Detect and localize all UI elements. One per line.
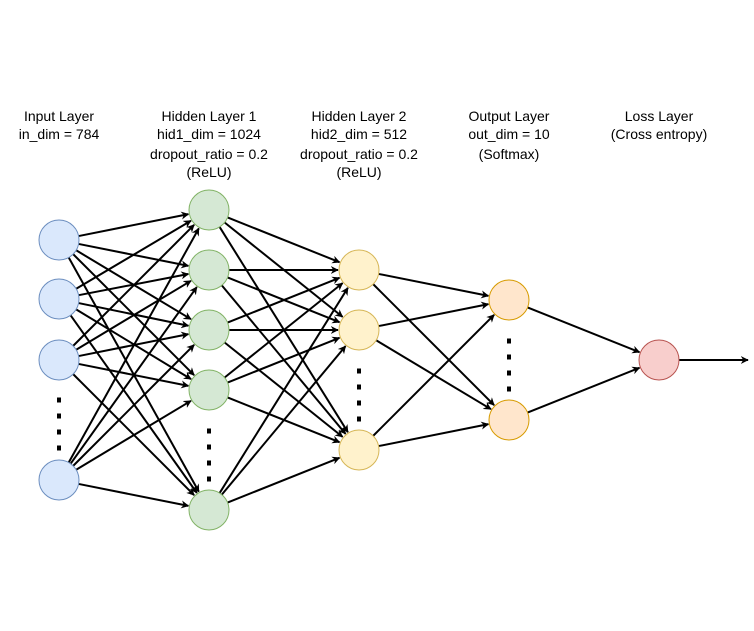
- loss-layer-title: Loss Layer: [625, 108, 694, 124]
- ellipsis-dot-hidden1-2: [207, 460, 211, 466]
- hidden1-layer-dropout: dropout_ratio = 0.2: [150, 146, 268, 162]
- edge-hidden1-4-to-hidden2-0: [218, 287, 349, 494]
- hidden1-layer-dim: hid1_dim = 1024: [157, 126, 261, 142]
- ellipsis-dot-hidden2-3: [357, 416, 361, 422]
- ellipsis-dot-hidden1-1: [207, 444, 211, 450]
- layer-label-loss: Loss Layer (Cross entropy): [611, 108, 707, 142]
- output-node-0: [488, 279, 530, 321]
- edge-hidden1-3-to-hidden2-0: [223, 282, 344, 379]
- output-layer-title: Output Layer: [469, 108, 550, 124]
- ellipsis-dot-output-0: [507, 338, 511, 344]
- edge-output-1-to-loss-0: [527, 366, 641, 414]
- edge-input-0-to-hidden1-0: [78, 211, 190, 238]
- ellipsis-dot-output-3: [507, 386, 511, 392]
- layer-label-input: Input Layer in_dim = 784: [19, 108, 100, 142]
- input-node-0: [38, 219, 80, 261]
- input-layer-dim: in_dim = 784: [19, 126, 100, 142]
- hidden2-layer-dim: hid2_dim = 512: [311, 126, 407, 142]
- hidden2-node-0: [338, 249, 380, 291]
- edge-hidden1-4-to-hidden2-2: [227, 456, 341, 504]
- hidden2-layer-title: Hidden Layer 2: [312, 108, 407, 124]
- edges-group: [67, 211, 749, 509]
- ellipsis-dot-input-0: [57, 397, 61, 403]
- output-node-1: [488, 399, 530, 441]
- hidden1-node-3: [188, 369, 230, 411]
- hidden1-node-1: [188, 249, 230, 291]
- input-layer-title: Input Layer: [24, 108, 94, 124]
- hidden1-layer-activation: (ReLU): [186, 164, 231, 180]
- layer-label-output: Output Layer out_dim = 10 (Softmax): [468, 108, 550, 162]
- ellipsis-dot-hidden1-3: [207, 476, 211, 482]
- input-node-3: [38, 459, 80, 501]
- ellipsis-dot-hidden2-2: [357, 400, 361, 406]
- edge-hidden1-4-to-hidden2-1: [221, 345, 347, 496]
- layer-label-hidden1: Hidden Layer 1 hid1_dim = 1024 dropout_r…: [150, 108, 268, 180]
- hidden2-layer-activation: (ReLU): [336, 164, 381, 180]
- edge-input-3-to-hidden1-2: [72, 344, 195, 467]
- edge-output-0-to-loss-0: [527, 306, 641, 354]
- ellipsis-dot-output-1: [507, 354, 511, 360]
- hidden2-node-1: [338, 309, 380, 351]
- edge-input-1-to-hidden1-0: [75, 219, 192, 290]
- hidden1-layer-title: Hidden Layer 1: [162, 108, 257, 124]
- edge-hidden2-2-to-output-1: [378, 421, 490, 448]
- edge-input-3-to-hidden1-1: [69, 286, 198, 465]
- layer-label-hidden2: Hidden Layer 2 hid2_dim = 512 dropout_ra…: [300, 108, 418, 180]
- edge-hidden2-0-to-output-0: [378, 272, 490, 299]
- hidden1-node-0: [188, 189, 230, 231]
- hidden2-node-2: [338, 429, 380, 471]
- ellipsis-dots-group: [57, 338, 511, 482]
- ellipsis-dot-hidden2-0: [357, 368, 361, 374]
- output-layer-dim: out_dim = 10: [468, 126, 550, 142]
- ellipsis-dot-hidden2-1: [357, 384, 361, 390]
- edge-hidden1-3-to-hidden2-1: [227, 336, 341, 384]
- hidden2-layer-dropout: dropout_ratio = 0.2: [300, 146, 418, 162]
- edge-hidden1-0-to-hidden2-0: [227, 216, 341, 264]
- hidden1-node-4: [188, 489, 230, 531]
- output-layer-activation: (Softmax): [479, 146, 540, 162]
- edge-hidden2-0-to-output-1: [372, 283, 495, 406]
- edge-input-3-to-hidden1-0: [67, 227, 200, 464]
- loss-layer-function: (Cross entropy): [611, 126, 707, 142]
- edge-input-2-to-hidden1-0: [72, 224, 195, 347]
- loss-node-0: [638, 339, 680, 381]
- edge-hidden1-2-to-hidden2-0: [227, 276, 341, 324]
- input-node-2: [38, 339, 80, 381]
- ellipsis-dot-output-2: [507, 370, 511, 376]
- edge-input-3-to-hidden1-4: [78, 482, 190, 509]
- ellipsis-dot-hidden1-0: [207, 428, 211, 434]
- edge-hidden2-2-to-output-0: [372, 314, 495, 437]
- ellipsis-dot-input-1: [57, 413, 61, 419]
- input-node-1: [38, 278, 80, 320]
- hidden1-node-2: [188, 309, 230, 351]
- ellipsis-dot-input-3: [57, 445, 61, 451]
- nodes-group: [38, 189, 680, 531]
- edge-input-2-to-hidden1-1: [75, 279, 192, 351]
- ellipsis-dot-input-2: [57, 429, 61, 435]
- edge-input-3-to-hidden1-3: [75, 399, 192, 471]
- edge-hidden2-1-to-output-0: [378, 301, 490, 328]
